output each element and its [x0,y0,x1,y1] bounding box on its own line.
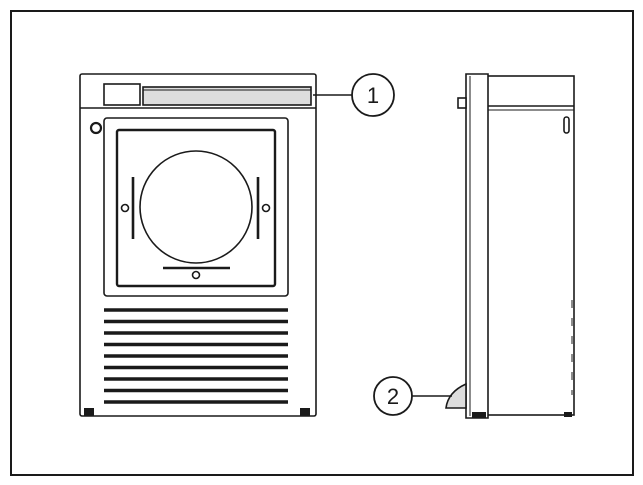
side-control-notch [457,97,467,109]
front-body [79,73,317,417]
front-bottom-pin [191,270,201,280]
front-door-frame-outer [103,117,289,297]
side-slot [563,116,570,134]
callout-1-number: 1 [367,83,379,108]
front-vents [104,308,288,404]
callout-2: 2 [373,376,452,416]
side-foot-rear [564,412,572,417]
front-control-strip [142,86,312,106]
front-porthole [139,150,253,264]
side-view [445,73,575,419]
front-view [79,73,317,417]
callout-2-number: 2 [387,384,399,409]
front-left-pin [120,203,130,213]
side-foot-front [472,412,486,418]
front-display-box [103,83,141,106]
front-right-pin [261,203,271,213]
side-body [485,75,575,416]
side-door-edge [465,73,489,419]
front-knob [89,121,103,135]
side-filter-tab [445,382,467,409]
callout-2-circle [373,376,413,416]
callout-1: 1 [313,73,395,117]
callout-1-circle [351,73,395,117]
front-foot-left [84,408,94,416]
front-door-frame-inner [115,128,277,288]
front-foot-right [300,408,310,416]
